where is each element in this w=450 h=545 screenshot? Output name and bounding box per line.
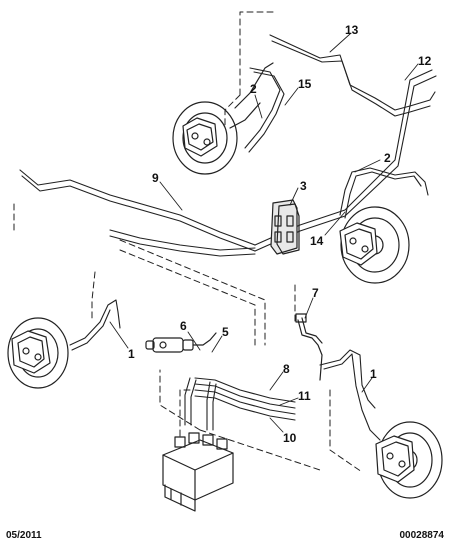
callout-leader-lines <box>109 33 419 433</box>
brake-disc-upper-left <box>172 62 274 175</box>
footer-reference: 00028874 <box>399 530 445 541</box>
callout-2-right: 2 <box>384 151 391 165</box>
callout-7: 7 <box>312 286 319 300</box>
brake-disc-lower-right <box>375 421 443 499</box>
callout-5: 5 <box>222 325 229 339</box>
callout-12: 12 <box>418 54 432 68</box>
master-cylinder <box>145 332 217 353</box>
dashed-leader-lines <box>13 11 363 473</box>
flexible-hose-7 <box>295 313 323 381</box>
callout-10: 10 <box>283 431 297 445</box>
callout-labels: 13 12 15 2 9 3 2 14 7 6 5 1 8 1 11 10 <box>128 23 432 445</box>
callout-3: 3 <box>300 179 307 193</box>
callout-2-top: 2 <box>250 82 257 96</box>
callout-8: 8 <box>283 362 290 376</box>
callout-14: 14 <box>310 234 324 248</box>
callout-13: 13 <box>345 23 359 37</box>
callout-1-left: 1 <box>128 347 135 361</box>
brake-disc-lower-left <box>7 317 69 389</box>
pipe-bundle-abs <box>184 377 296 431</box>
callout-1-right: 1 <box>370 367 377 381</box>
callout-11: 11 <box>298 389 311 403</box>
callout-9: 9 <box>152 171 159 185</box>
callout-6: 6 <box>180 319 187 333</box>
brake-pad-set <box>270 199 300 255</box>
brake-disc-upper-right <box>339 206 410 284</box>
abs-hydraulic-unit <box>162 432 234 512</box>
footer-date: 05/2011 <box>6 530 42 541</box>
pipe-bundle-main <box>19 34 437 257</box>
callout-15: 15 <box>298 77 312 91</box>
